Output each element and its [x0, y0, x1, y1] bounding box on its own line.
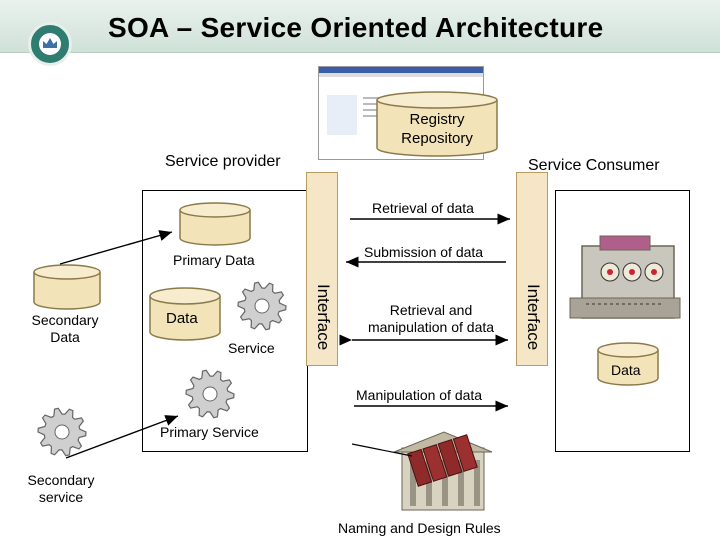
registry-cylinder: [376, 91, 498, 157]
primary-data-label: Primary Data: [173, 252, 255, 268]
submission-label: Submission of data: [364, 244, 484, 260]
retrieval-label: Retrieval of data: [372, 200, 474, 216]
secondary-data-cylinder: [33, 264, 101, 310]
secondary-data-label: Secondary Data: [31, 312, 99, 345]
primary-service-label: Primary Service: [160, 424, 259, 440]
service-provider-label: Service provider: [165, 153, 281, 170]
provider-interface-label: Interface: [314, 284, 333, 351]
consumer-interface-label: Interface: [524, 284, 543, 351]
service-consumer-label: Service Consumer: [528, 157, 660, 174]
consumer-panel: [555, 190, 690, 452]
consumer-machine-icon: [569, 235, 681, 319]
consumer-data-cylinder: [597, 342, 659, 386]
primary-service-gear-icon: [185, 369, 235, 419]
secondary-to-primary-data-arrow: [59, 230, 173, 265]
registry-label: Registry Repository: [401, 111, 473, 147]
service-gear-icon: [237, 281, 287, 331]
provider-interface: [306, 172, 338, 366]
naming-rules-icon: [351, 431, 493, 511]
provider-data-cylinder: [149, 287, 221, 341]
consumer-interface: [516, 172, 548, 366]
slide-title: SOA – Service Oriented Architecture: [108, 12, 604, 43]
secondary-service-label: Secondary service: [27, 472, 95, 505]
crown-logo-icon: [28, 22, 72, 66]
title-bar: [0, 0, 720, 53]
provider-data-label: Data: [166, 310, 198, 327]
consumer-data-label: Data: [611, 362, 641, 378]
service-label: Service: [228, 340, 275, 356]
secondary-service-gear-icon: [37, 407, 87, 457]
secondary-to-primary-service-arrow: [65, 415, 179, 459]
retrieval-manipulation-label: Retrieval and manipulation of data: [367, 302, 495, 335]
manipulation-label: Manipulation of data: [356, 387, 483, 403]
naming-rules-label: Naming and Design Rules: [338, 520, 501, 536]
primary-data-cylinder: [179, 202, 251, 246]
